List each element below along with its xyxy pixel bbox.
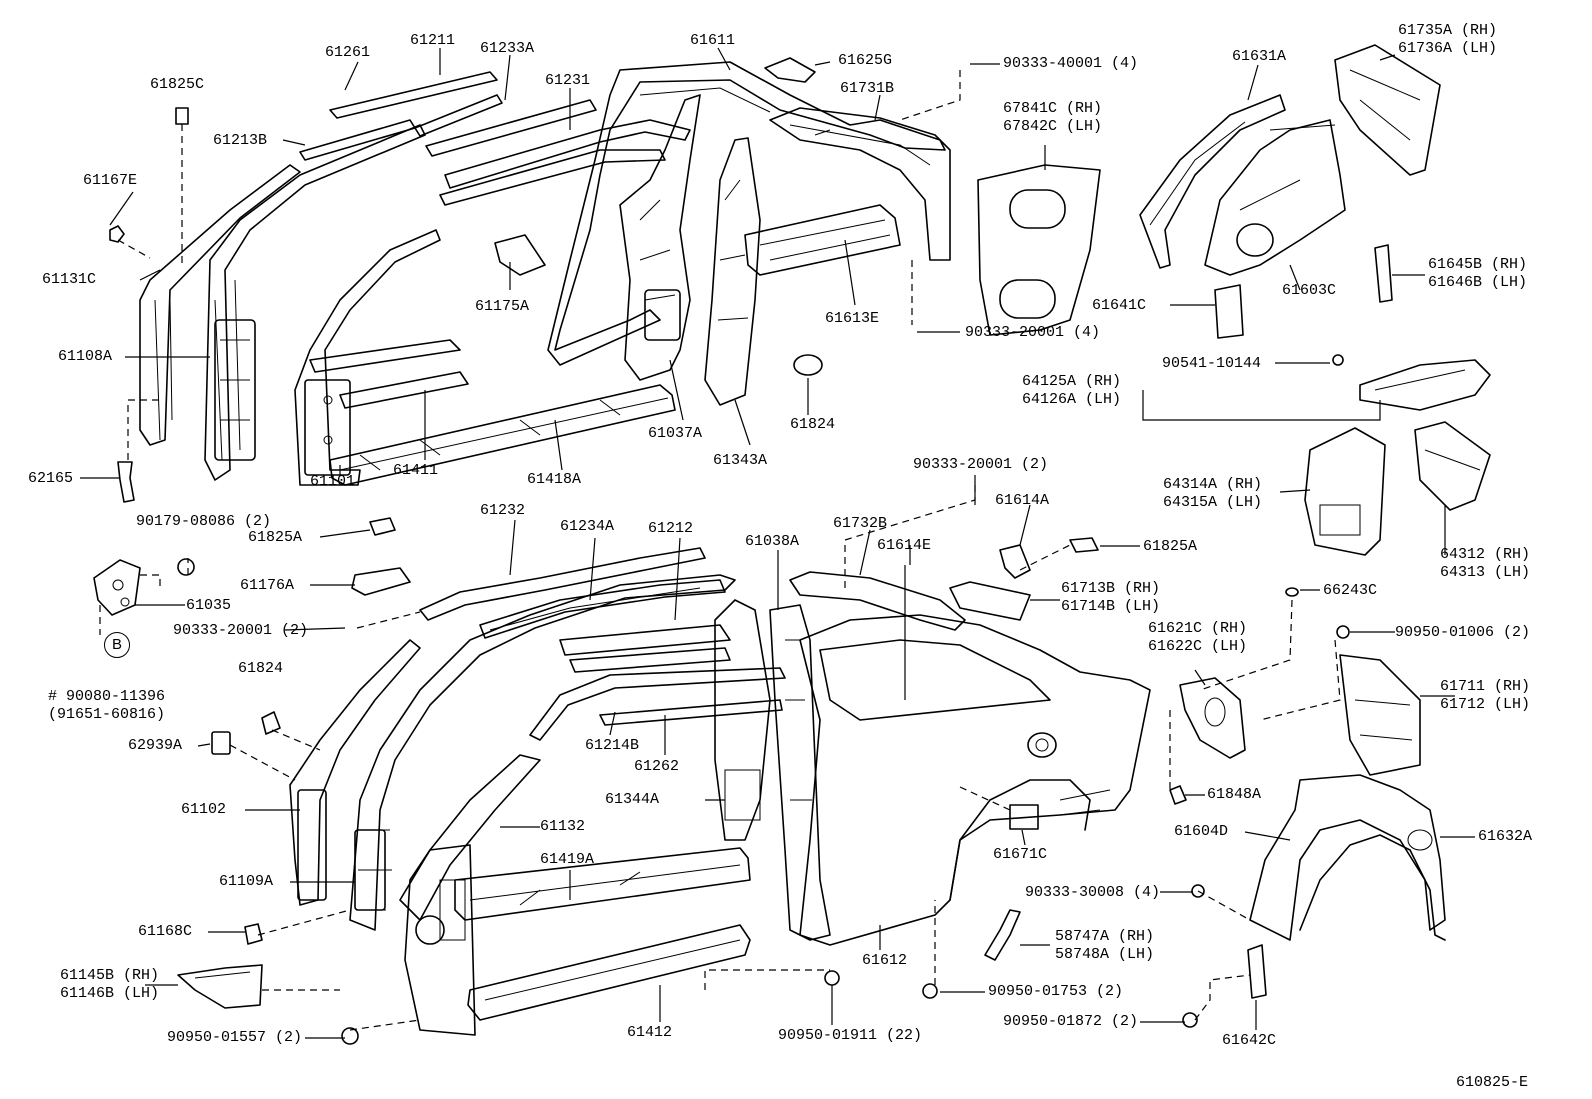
part-label[interactable]: 61167E bbox=[83, 172, 138, 189]
part-label[interactable]: 61145B (RH)61146B (LH) bbox=[60, 967, 160, 1002]
part-label[interactable]: 90950-01753 (2) bbox=[988, 983, 1124, 1000]
part-label[interactable]: 61037A bbox=[648, 425, 703, 442]
part-label[interactable]: 61132 bbox=[540, 818, 586, 835]
part-label[interactable]: 66243C bbox=[1323, 582, 1378, 599]
part-label[interactable]: 61631A bbox=[1232, 48, 1287, 65]
part-label[interactable]: 61232 bbox=[480, 502, 526, 519]
part-label[interactable]: 61175A bbox=[475, 298, 530, 315]
part-label[interactable]: 61611 bbox=[690, 32, 736, 49]
part-label[interactable]: 61343A bbox=[713, 452, 768, 469]
lower-wheelhouse-parts bbox=[1169, 587, 1446, 1028]
part-label[interactable]: 61176A bbox=[240, 577, 295, 594]
part-label[interactable]: 61233A bbox=[480, 40, 535, 57]
part-label[interactable]: 61262 bbox=[634, 758, 680, 775]
part-label[interactable]: 61412 bbox=[627, 1024, 673, 1041]
part-label[interactable]: 61711 (RH)61712 (LH) bbox=[1440, 678, 1531, 713]
part-label[interactable]: 61604D bbox=[1174, 823, 1229, 840]
part-label[interactable]: 90333-20001 (2) bbox=[173, 622, 309, 639]
part-label[interactable]: 61612 bbox=[862, 952, 908, 969]
part-label[interactable]: 61109A bbox=[219, 873, 274, 890]
part-label[interactable]: 90950-01911 (22) bbox=[778, 1027, 923, 1044]
leader-lines bbox=[80, 47, 1475, 1039]
part-label[interactable]: 61645B (RH)61646B (LH) bbox=[1428, 256, 1528, 291]
part-label[interactable]: 61825A bbox=[1143, 538, 1198, 555]
part-label[interactable]: 61419A bbox=[540, 851, 595, 868]
upper-body-side-parts bbox=[109, 57, 951, 503]
part-label[interactable]: 61642C bbox=[1222, 1032, 1277, 1049]
part-label[interactable]: 61131C bbox=[42, 271, 97, 288]
part-label[interactable]: 61212 bbox=[648, 520, 694, 537]
part-label[interactable]: 61213B bbox=[213, 132, 268, 149]
part-label[interactable]: 61108A bbox=[58, 348, 113, 365]
part-label[interactable]: 61613E bbox=[825, 310, 880, 327]
upper-dashed-leaders bbox=[117, 70, 961, 460]
part-label[interactable]: 61825C bbox=[150, 76, 205, 93]
part-label[interactable]: 61418A bbox=[527, 471, 582, 488]
quarter-panel-parts bbox=[769, 537, 1151, 999]
part-label[interactable]: 61344A bbox=[605, 791, 660, 808]
part-label[interactable]: 61731B bbox=[840, 80, 895, 97]
part-label[interactable]: 61671C bbox=[993, 846, 1048, 863]
part-label[interactable]: 61102 bbox=[181, 801, 227, 818]
part-label[interactable]: 61825A bbox=[248, 529, 303, 546]
part-label[interactable]: 61614A bbox=[995, 492, 1050, 509]
part-label[interactable]: 58747A (RH)58748A (LH) bbox=[1055, 928, 1155, 963]
reference-mark-b: B bbox=[104, 632, 130, 658]
part-label[interactable]: 90950-01006 (2) bbox=[1395, 624, 1531, 641]
lower-side-panel-parts bbox=[93, 517, 786, 1045]
part-label[interactable]: 90950-01872 (2) bbox=[1003, 1013, 1139, 1030]
part-label[interactable]: 61713B (RH)61714B (LH) bbox=[1061, 580, 1161, 615]
part-label[interactable]: 61231 bbox=[545, 72, 591, 89]
part-label[interactable]: 64314A (RH)64315A (LH) bbox=[1163, 476, 1263, 511]
part-label[interactable]: 61632A bbox=[1478, 828, 1533, 845]
part-label[interactable]: # 90080-11396(91651-60816) bbox=[48, 688, 166, 723]
part-label[interactable]: 61211 bbox=[410, 32, 456, 49]
part-label[interactable]: 64312 (RH)64313 (LH) bbox=[1440, 546, 1531, 581]
part-label[interactable]: 61168C bbox=[138, 923, 193, 940]
part-label[interactable]: 90950-01557 (2) bbox=[167, 1029, 303, 1046]
part-label[interactable]: 67841C (RH)67842C (LH) bbox=[1003, 100, 1103, 135]
part-label[interactable]: 61732B bbox=[833, 515, 888, 532]
diagram-reference: 610825-E bbox=[1456, 1074, 1529, 1091]
part-label[interactable]: 61621C (RH)61622C (LH) bbox=[1148, 620, 1248, 655]
part-label[interactable]: 61234A bbox=[560, 518, 615, 535]
part-label[interactable]: 61735A (RH)61736A (LH) bbox=[1398, 22, 1498, 57]
part-label[interactable]: 61824 bbox=[238, 660, 284, 677]
part-label[interactable]: 90179-08086 (2) bbox=[136, 513, 272, 530]
part-label[interactable]: 61035 bbox=[186, 597, 232, 614]
part-label[interactable]: 61848A bbox=[1207, 786, 1262, 803]
lower-dashed-leaders bbox=[99, 485, 1341, 1031]
part-label[interactable]: 90333-30008 (4) bbox=[1025, 884, 1161, 901]
part-label[interactable]: 90333-20001 (4) bbox=[965, 324, 1101, 341]
part-label[interactable]: 90333-20001 (2) bbox=[913, 456, 1049, 473]
part-label[interactable]: 62939A bbox=[128, 737, 183, 754]
part-label[interactable]: 61214B bbox=[585, 737, 640, 754]
part-label[interactable]: 61625G bbox=[838, 52, 893, 69]
part-label[interactable]: 90541-10144 bbox=[1162, 355, 1262, 372]
part-label[interactable]: 61641C bbox=[1092, 297, 1147, 314]
part-label[interactable]: 61411 bbox=[393, 462, 439, 479]
part-label[interactable]: 61261 bbox=[325, 44, 371, 61]
part-label[interactable]: 61038A bbox=[745, 533, 800, 550]
part-label[interactable]: 64125A (RH)64126A (LH) bbox=[1022, 373, 1122, 408]
part-label[interactable]: 61603C bbox=[1282, 282, 1337, 299]
part-label[interactable]: 90333-40001 (4) bbox=[1003, 55, 1139, 72]
part-label[interactable]: 61101 bbox=[310, 473, 356, 490]
part-label[interactable]: 61614E bbox=[877, 537, 932, 554]
part-label[interactable]: 62165 bbox=[28, 470, 74, 487]
rear-wheelhouse-parts bbox=[977, 44, 1491, 556]
part-label[interactable]: 61824 bbox=[790, 416, 836, 433]
